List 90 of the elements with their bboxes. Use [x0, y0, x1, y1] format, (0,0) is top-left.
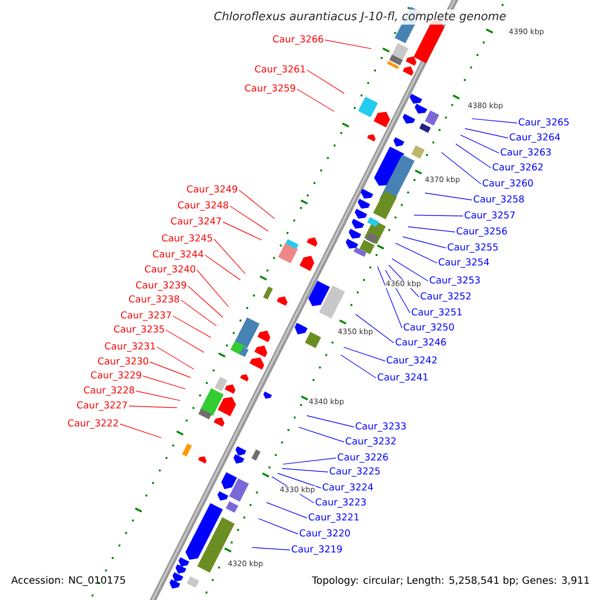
- leader-line: [128, 406, 178, 408]
- leader-line: [355, 314, 394, 344]
- leader-line: [464, 128, 508, 138]
- leader-line: [238, 190, 275, 219]
- gene-label: Caur_3256: [456, 227, 507, 237]
- leader-line: [343, 346, 386, 362]
- leader-line: [306, 415, 354, 428]
- leader-line: [142, 376, 186, 390]
- leader-line: [150, 362, 191, 378]
- title: Chloroflexus aurantiacus J-10-fl, complete genome: [212, 9, 508, 25]
- leader-line: [188, 286, 224, 318]
- gene-label: Caur_3219: [292, 545, 342, 555]
- gene-label: Caur_3261: [255, 65, 305, 75]
- gene-label: Caur_3252: [420, 292, 471, 302]
- gene-label: Caur_3221: [308, 513, 359, 523]
- gene-label: Caur_3246: [396, 338, 446, 348]
- leader-line: [394, 242, 438, 264]
- gene-label: Caur_3260: [482, 179, 533, 189]
- leader-line: [180, 300, 217, 326]
- leader-line: [455, 144, 492, 168]
- leader-line: [222, 222, 262, 240]
- gene-label: Caur_3237: [121, 311, 171, 321]
- gene-label: Caur_3233: [356, 422, 406, 432]
- gene-label: Caur_3244: [153, 250, 204, 260]
- gene-label: Caur_3253: [430, 276, 480, 286]
- leader-line: [441, 152, 482, 184]
- leader-line: [277, 472, 322, 488]
- leader-line: [282, 458, 336, 465]
- leader-line: [266, 502, 308, 518]
- leader-line: [296, 88, 334, 112]
- leader-line: [258, 518, 298, 534]
- gene-label: Caur_3235: [114, 325, 164, 335]
- gene-label: Caur_3242: [386, 356, 437, 366]
- leader-line: [408, 226, 456, 232]
- gene-label: Caur_3263: [500, 148, 551, 158]
- leader-line: [392, 258, 428, 282]
- gene-label: Caur_3229: [91, 371, 142, 381]
- gene-label: Caur_3240: [145, 265, 196, 275]
- gene-label: Caur_3220: [300, 529, 350, 539]
- gene-label: Caur_3239: [136, 281, 186, 291]
- leader-line: [324, 40, 372, 50]
- gene-label: Caur_3248: [178, 201, 228, 211]
- gene-label: Caur_3264: [510, 133, 560, 143]
- leader-line: [424, 192, 472, 200]
- gene-label: Caur_3228: [84, 386, 134, 396]
- leader-line: [306, 70, 344, 94]
- leader-line: [414, 214, 464, 216]
- leader-line: [377, 266, 402, 328]
- gene-label: Caur_3255: [448, 243, 498, 253]
- gene-label: Caur_3225: [330, 467, 380, 477]
- gene-label: Caur_3254: [438, 258, 489, 268]
- gene-label: Caur_3251: [412, 308, 462, 318]
- leader-line: [196, 270, 229, 308]
- footer-text: Topology: circular; Length: 5,258,541 bp; Genes: 3,911: [312, 576, 589, 586]
- gene-label: Caur_3223: [316, 498, 366, 508]
- leader-line: [252, 547, 290, 550]
- footer-text: Accession: NC_010175: [11, 576, 126, 586]
- gene-label: Caur_3241: [378, 373, 428, 383]
- leader-line: [156, 346, 194, 370]
- gene-label: Caur_3259: [245, 84, 296, 94]
- gene-label: Caur_3262: [492, 163, 543, 173]
- gene-label: Caur_3226: [338, 453, 388, 463]
- gene-label: Caur_3238: [129, 295, 180, 305]
- gene-label: Caur_3266: [273, 35, 324, 45]
- gene-label: Caur_3224: [322, 483, 373, 493]
- gene-label: Caur_3231: [105, 342, 155, 352]
- leader-line: [298, 426, 344, 442]
- gene-label: Caur_3249: [187, 185, 238, 195]
- gene-label: Caur_3265: [518, 118, 569, 128]
- leader-line: [120, 424, 162, 438]
- leader-line: [460, 134, 500, 154]
- gene-label: Caur_3232: [346, 437, 396, 447]
- gene-label: Caur_3227: [77, 401, 127, 411]
- leader-line: [136, 390, 180, 401]
- leader-line: [230, 206, 268, 232]
- gene-label: Caur_3247: [171, 217, 221, 227]
- gene-label: Caur_3222: [68, 419, 118, 429]
- gene-label: Caur_3250: [404, 323, 454, 333]
- gene-label: Caur_3257: [464, 211, 515, 221]
- leader-line: [282, 468, 328, 472]
- gene-label: Caur_3258: [474, 195, 524, 205]
- leader-line: [204, 254, 241, 280]
- gene-label: Caur_3245: [162, 234, 212, 244]
- leader-line: [172, 316, 212, 338]
- leader-line: [472, 118, 518, 124]
- gene-label: Caur_3230: [98, 357, 148, 367]
- leader-line: [402, 236, 446, 248]
- leader-line: [340, 354, 376, 378]
- leader-line: [214, 238, 246, 274]
- leader-line: [166, 330, 204, 353]
